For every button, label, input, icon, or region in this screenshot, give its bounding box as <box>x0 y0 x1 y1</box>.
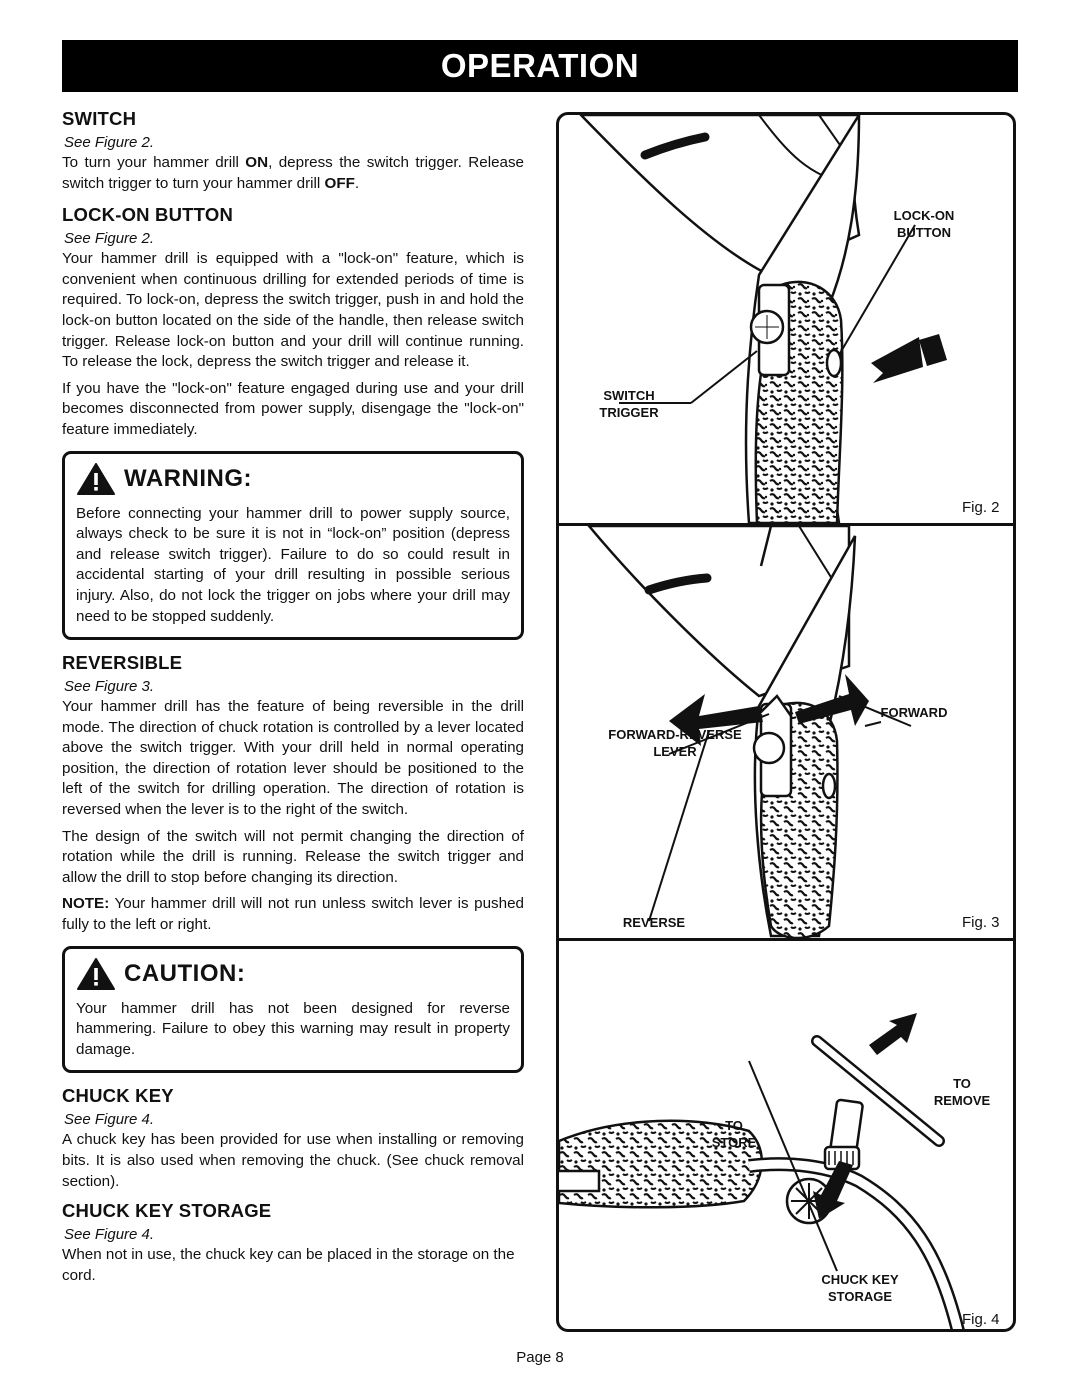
drill-reverse-illustration <box>587 526 912 938</box>
page-number: Page 8 <box>516 1349 564 1366</box>
drill-handle-illustration <box>579 115 947 523</box>
section-heading: LOCK-ON BUTTON <box>62 204 233 226</box>
chuck-key-section: CHUCK KEY See Figure 4. A chuck key has … <box>62 1085 524 1192</box>
paragraph: Your hammer drill is equipped with a "lo… <box>62 250 524 371</box>
forward-label: FORWARD <box>880 705 948 720</box>
divider <box>559 523 1013 526</box>
switch-section: SWITCH See Figure 2. To turn your hammer… <box>62 108 524 194</box>
figure-reference: See Figure 4. <box>64 1226 155 1244</box>
caution-text: Your hammer drill has not been designed … <box>76 999 510 1058</box>
lockon-section: LOCK-ON BUTTON See Figure 2. Your hammer… <box>62 204 524 440</box>
text-column: SWITCH See Figure 2. To turn your hammer… <box>62 108 524 1292</box>
section-heading: REVERSIBLE <box>62 652 183 674</box>
section-heading: CHUCK KEY <box>62 1085 174 1107</box>
chuck-key-storage-section: CHUCK KEY STORAGE See Figure 4. When not… <box>62 1200 524 1286</box>
reverse-label: REVERSE <box>622 915 686 930</box>
reversible-section: REVERSIBLE See Figure 3. Your hammer dri… <box>62 652 524 936</box>
paragraph: If you have the "lock-on" feature engage… <box>62 379 524 438</box>
caution-box: CAUTION: Your hammer drill has not been … <box>62 945 524 1074</box>
figure-reference: See Figure 4. <box>64 1111 155 1129</box>
page-title: OPERATION <box>62 40 1018 92</box>
paragraph: Your hammer drill has the feature of bei… <box>62 698 524 819</box>
warning-box: WARNING: Before connecting your hammer d… <box>62 450 524 641</box>
section-heading: CHUCK KEY STORAGE <box>62 1200 272 1222</box>
figure-reference: See Figure 2. <box>64 230 155 248</box>
paragraph: When not in use, the chuck key can be pl… <box>62 1246 515 1284</box>
paragraph: The design of the switch will not permit… <box>62 827 524 886</box>
figure-caption: Fig. 4 <box>962 1311 1000 1328</box>
caution-icon <box>77 957 115 990</box>
figure-reference: See Figure 3. <box>64 678 155 696</box>
warning-title: WARNING: <box>124 464 252 492</box>
section-heading: SWITCH <box>62 108 137 129</box>
caution-title: CAUTION: <box>124 959 246 987</box>
divider <box>559 938 1013 941</box>
warning-text: Before connecting your hammer drill to p… <box>76 504 510 625</box>
figure-caption: Fig. 3 <box>962 914 1000 931</box>
chuck-key-illustration <box>559 1013 965 1329</box>
note-paragraph: NOTE: Your hammer drill will not run unl… <box>62 895 524 934</box>
warning-icon <box>77 462 115 495</box>
paragraph: A chuck key has been provided for use wh… <box>62 1131 524 1190</box>
figure-reference: See Figure 2. <box>64 134 155 151</box>
paragraph: To turn your hammer drill ON, depress th… <box>62 154 524 192</box>
figure-caption: Fig. 2 <box>962 499 1000 516</box>
